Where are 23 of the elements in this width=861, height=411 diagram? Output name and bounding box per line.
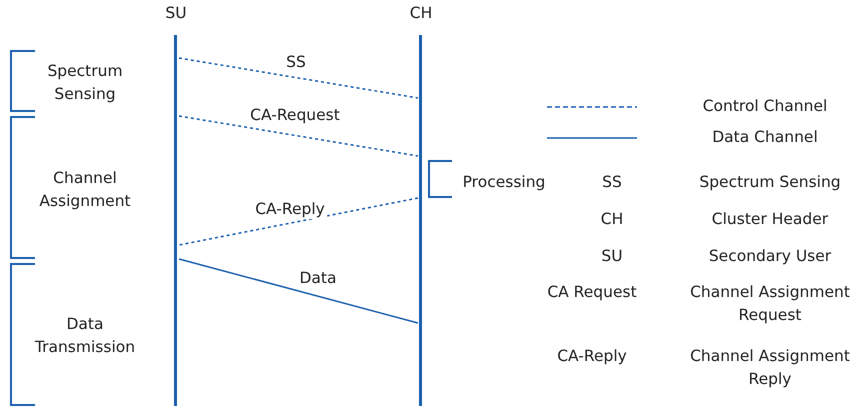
abbreviation: CH [600, 209, 624, 230]
message-line [178, 258, 418, 324]
phase-label: Data Transmission [34, 314, 136, 358]
message-line [178, 115, 418, 157]
abbreviation: SS [601, 172, 623, 193]
definition: Channel Assignment Request [689, 282, 851, 326]
definition: Secondary User [708, 246, 832, 267]
abbreviation: CA-Reply [556, 346, 628, 367]
abbreviation: CA Request [546, 282, 638, 303]
step-label: Processing [462, 172, 546, 193]
lifeline-heading: CH [408, 3, 434, 24]
message-line [178, 57, 418, 99]
edge-label: CA-Reply [253, 199, 327, 219]
definition: Channel Assignment Reply [689, 346, 851, 390]
legend-label: Data Channel [711, 127, 819, 148]
message-line [178, 197, 418, 246]
lifeline-heading: SU [164, 3, 188, 24]
legend-label: Control Channel [702, 96, 828, 117]
phase-label: Channel Assignment [38, 168, 132, 212]
definition: Spectrum Sensing [698, 172, 842, 193]
definition: Cluster Header [710, 209, 830, 230]
phase-label: Spectrum Sensing [46, 61, 124, 105]
abbreviation: SU [600, 246, 624, 267]
